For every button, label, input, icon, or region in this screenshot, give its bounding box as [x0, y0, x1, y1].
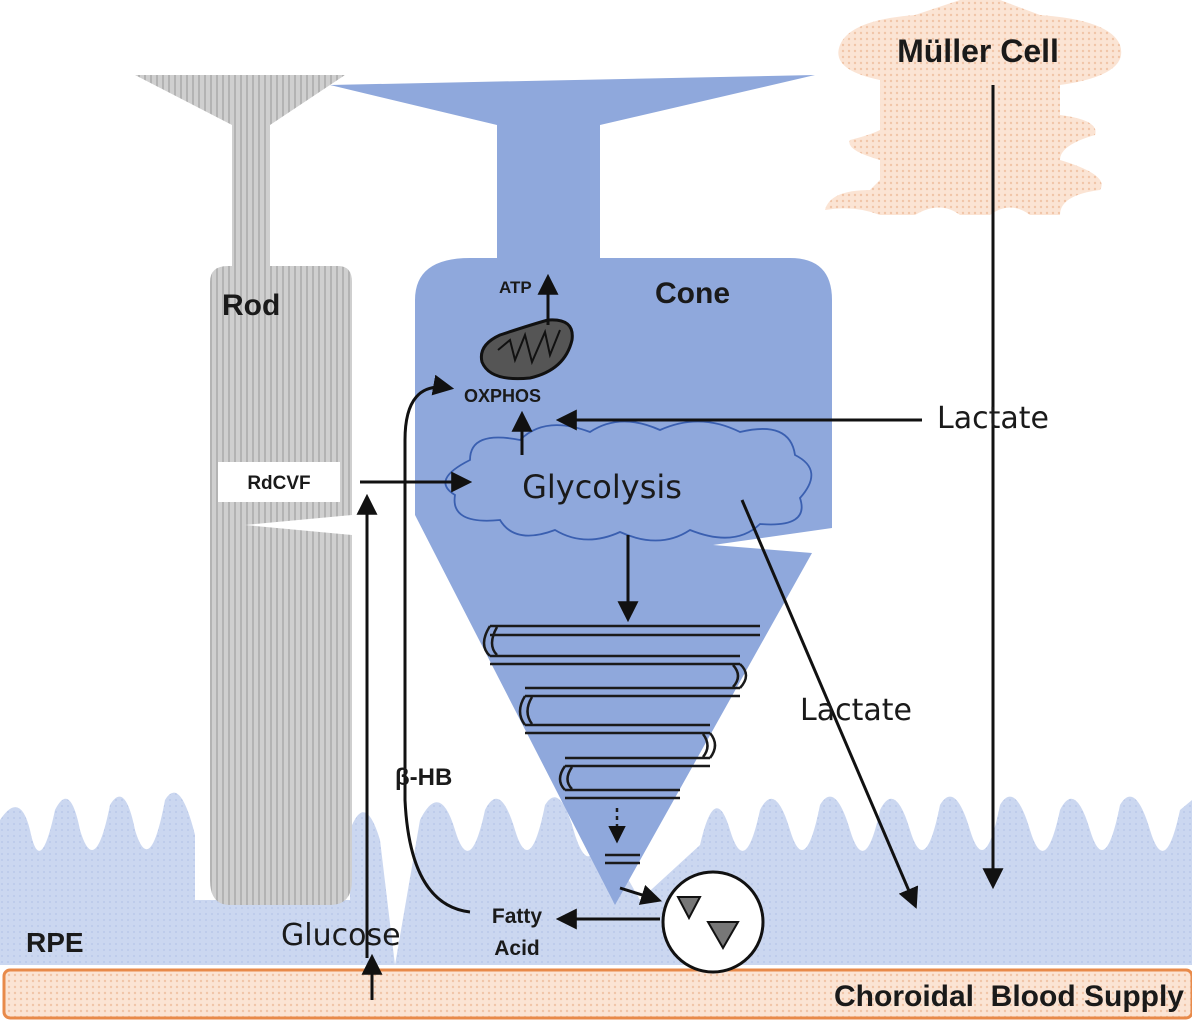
phagosome-icon — [661, 870, 765, 974]
rdcvf-label: RdCVF — [247, 473, 310, 494]
fatty-acid-label-line1: Fatty — [492, 905, 542, 928]
rdcvf-box — [218, 462, 340, 502]
lactate-mid-label: Lactate — [800, 693, 912, 728]
choroidal-blood-supply-label: Choroidal Blood Supply — [834, 980, 1184, 1013]
muller-cell-shape — [825, 0, 1122, 215]
mitochondrion-icon — [479, 318, 574, 381]
cone-outer-segment-discs — [482, 624, 760, 865]
oxphos-label: OXPHOS — [464, 386, 541, 406]
muller-cell-label: Müller Cell — [897, 33, 1059, 69]
glycolysis-cloud — [444, 420, 813, 542]
beta-hb-label: β-HB — [395, 764, 452, 791]
lactate-top-label: Lactate — [937, 401, 1049, 436]
choroidal-blood-supply-band — [2, 968, 1192, 1020]
glycolysis-label: Glycolysis — [522, 468, 682, 506]
rod-label: Rod — [222, 289, 280, 322]
atp-label: ATP — [499, 278, 532, 297]
pathway-arrows — [356, 85, 1004, 1000]
fatty-acid-label-line2: Acid — [494, 937, 540, 960]
glucose-label: Glucose — [281, 918, 401, 953]
rod-cell — [135, 75, 352, 905]
rpe-label: RPE — [26, 927, 84, 958]
cone-label: Cone — [655, 277, 730, 310]
